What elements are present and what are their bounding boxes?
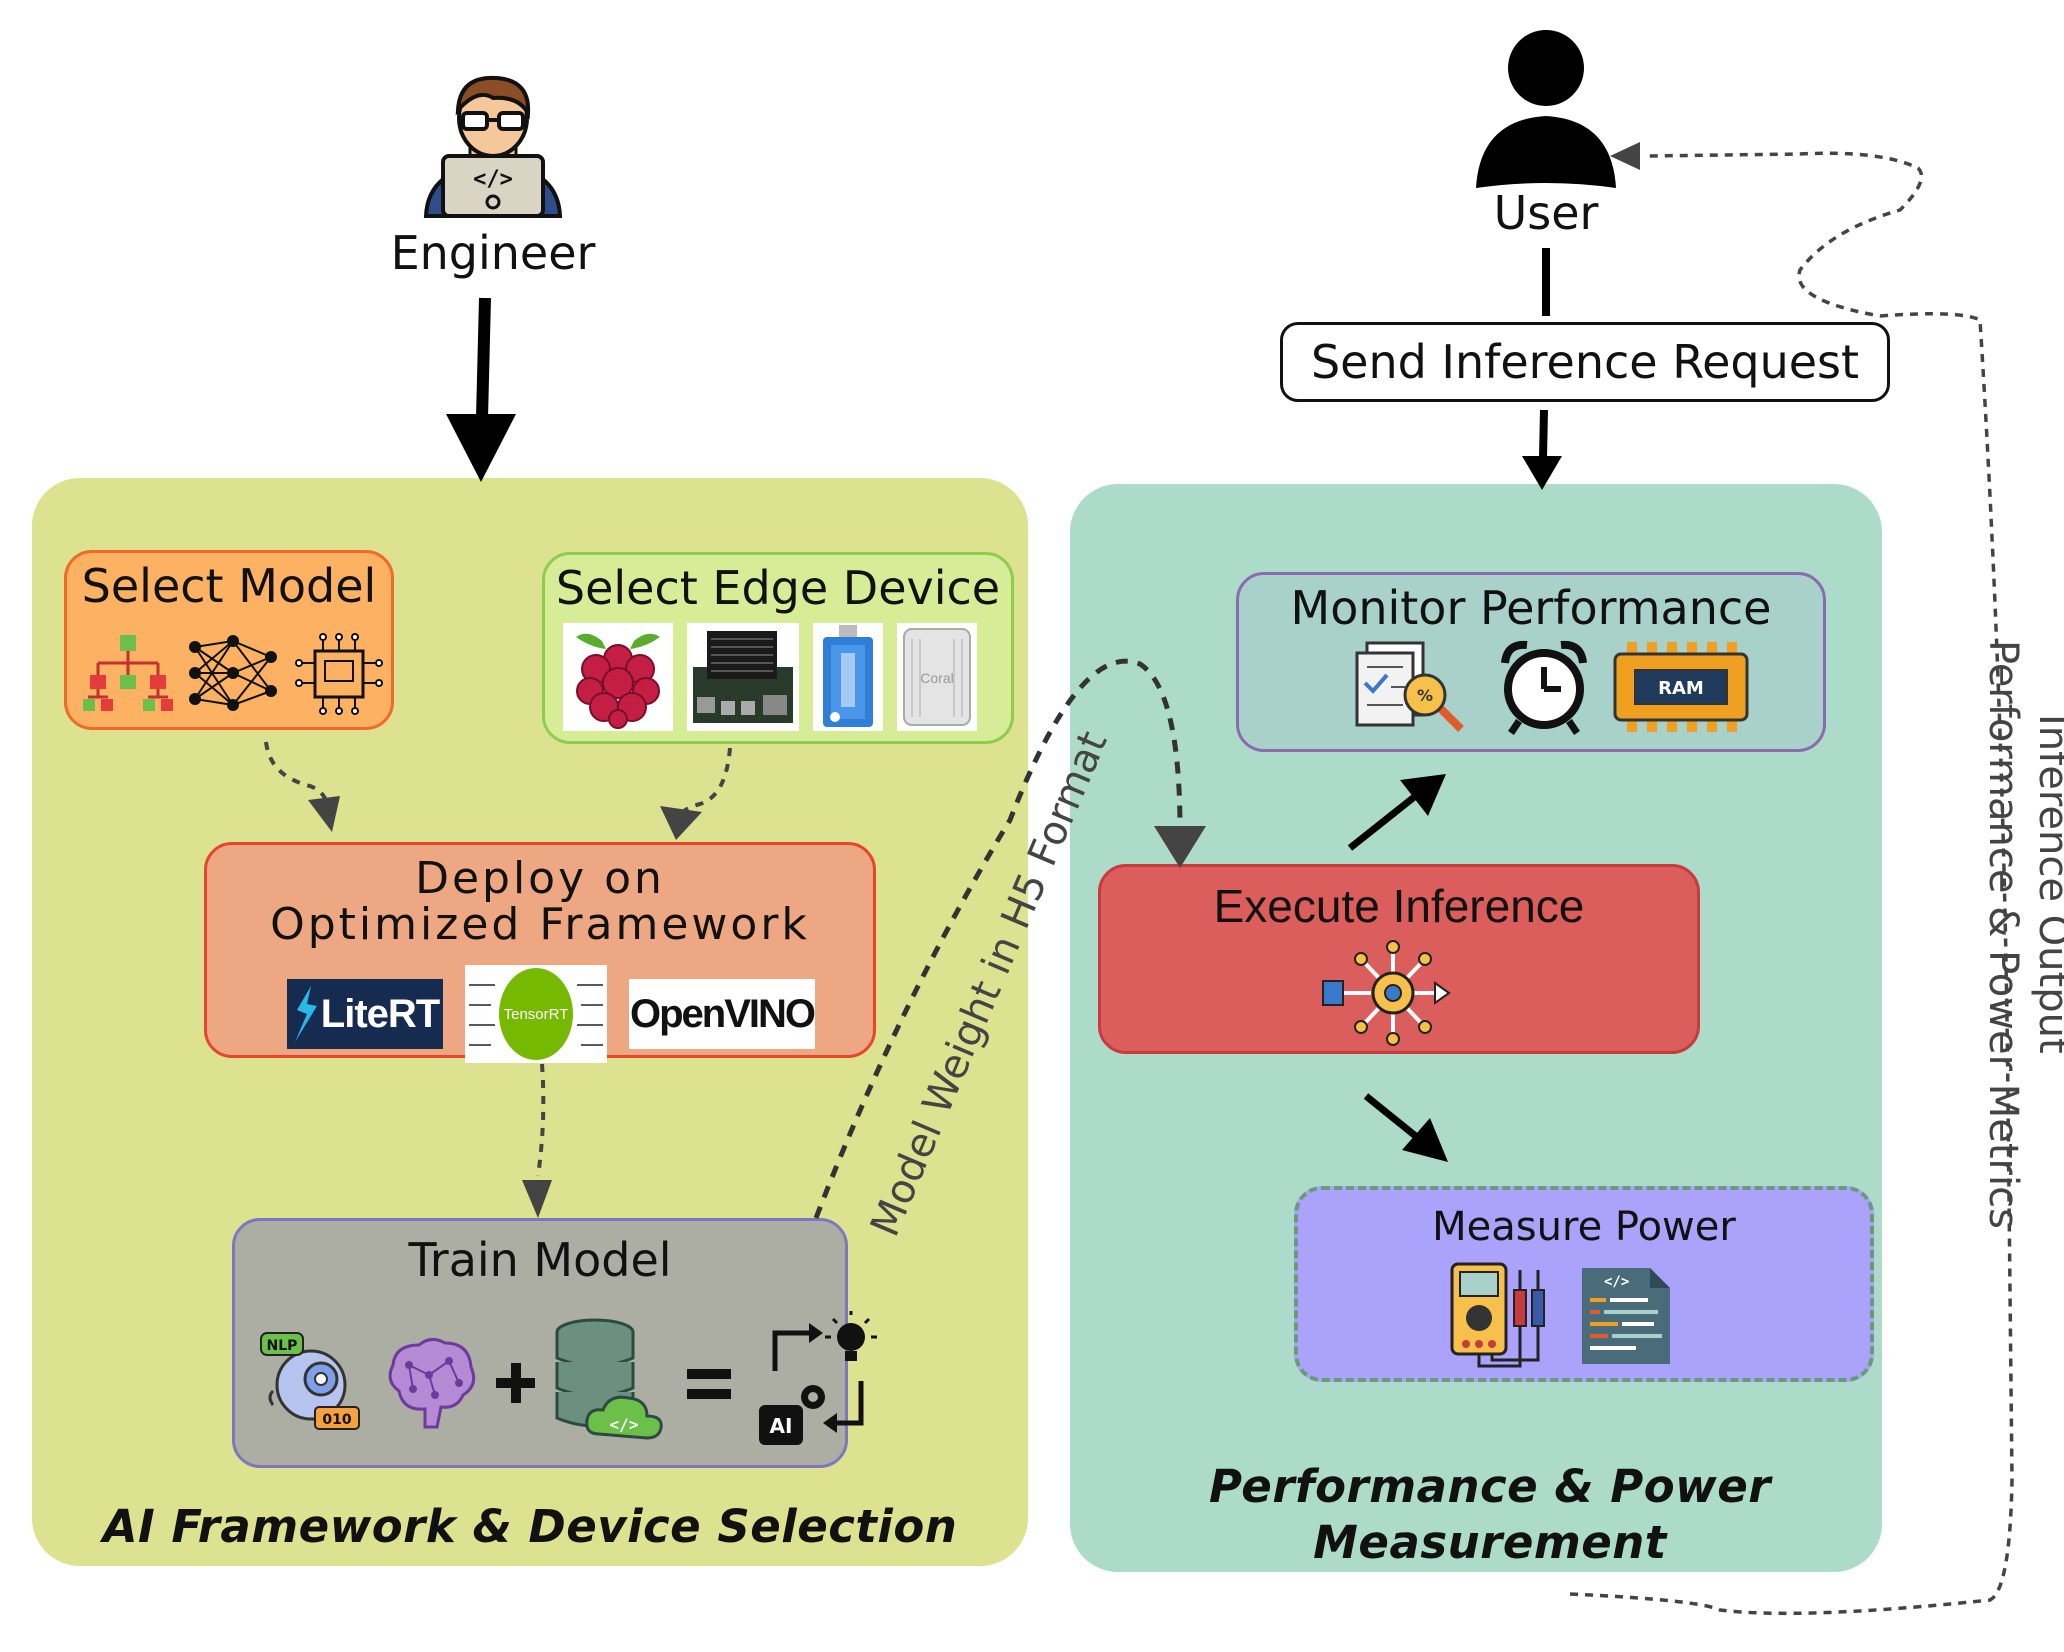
report-analysis-icon: % bbox=[1355, 641, 1464, 732]
measure-power-box: Measure Power </> bbox=[1294, 1186, 1874, 1382]
execute-inference-box: Execute Inference bbox=[1098, 864, 1700, 1054]
monitor-performance-box: Monitor Performance % RAM bbox=[1236, 572, 1826, 752]
inference-processor-icon bbox=[1322, 940, 1451, 1046]
tensorrt-logo: TensorRT bbox=[465, 965, 607, 1063]
nlp-brain-icon: NLP 010 bbox=[260, 1332, 360, 1430]
neural-network-icon bbox=[189, 635, 277, 711]
litert-label: LiteRT bbox=[320, 991, 440, 1036]
inference-output-label: Inference Output bbox=[2030, 714, 2064, 1054]
svg-text:</>: </> bbox=[473, 167, 513, 192]
ai-chip-icon bbox=[295, 633, 383, 715]
ram-chip-icon: RAM bbox=[1613, 642, 1749, 732]
raspberry-pi-icon bbox=[563, 623, 673, 731]
plus-icon bbox=[496, 1363, 535, 1403]
monitor-performance-title: Monitor Performance bbox=[1290, 581, 1772, 635]
svg-text:%: % bbox=[1417, 686, 1433, 705]
edge-to-deploy-arrow bbox=[660, 747, 732, 840]
train-model-box: Train Model NLP 010 bbox=[232, 1218, 877, 1468]
multimeter-icon bbox=[1450, 1262, 1545, 1368]
execute-to-monitor-arrow bbox=[1347, 774, 1446, 851]
nlp-badge: NLP bbox=[267, 1338, 298, 1354]
coral-device-icon: Coral bbox=[897, 623, 977, 731]
ram-label: RAM bbox=[1658, 678, 1704, 699]
deploy-title-line2: Optimized Framework bbox=[270, 899, 810, 950]
deploy-framework-box: Deploy on Optimized Framework LiteRT Ten… bbox=[204, 842, 876, 1063]
performance-panel-title-line1: Performance & Power bbox=[1209, 1460, 1771, 1513]
train-model-title: Train Model bbox=[408, 1233, 672, 1287]
equals-icon bbox=[687, 1369, 731, 1399]
measure-power-title: Measure Power bbox=[1432, 1204, 1736, 1250]
code-file-icon: </> bbox=[1582, 1268, 1670, 1364]
litert-logo: LiteRT bbox=[287, 979, 443, 1049]
engineer-icon: </> bbox=[418, 68, 568, 218]
select-model-title: Select Model bbox=[81, 559, 377, 613]
binary-badge: 010 bbox=[322, 1412, 351, 1428]
neural-compute-stick-icon bbox=[813, 623, 883, 731]
performance-panel-title-line2: Measurement bbox=[1313, 1516, 1667, 1569]
execute-inference-title: Execute Inference bbox=[1213, 880, 1585, 932]
ai-learning-cycle-icon: AI bbox=[759, 1311, 877, 1445]
request-arrow bbox=[1522, 409, 1562, 490]
svg-text:</>: </> bbox=[1604, 1274, 1629, 1290]
engineer-label: Engineer bbox=[390, 226, 596, 280]
decision-tree-icon bbox=[83, 635, 173, 711]
svg-text:</>: </> bbox=[610, 1415, 639, 1434]
engineer-arrow bbox=[446, 297, 516, 482]
model-to-deploy-arrow bbox=[264, 741, 340, 832]
coral-label: Coral bbox=[920, 670, 953, 686]
user-label: User bbox=[1493, 186, 1599, 240]
user-icon bbox=[1476, 28, 1616, 188]
litert-mark-icon bbox=[294, 986, 317, 1042]
send-inference-request-box: Send Inference Request bbox=[1280, 322, 1890, 402]
alarm-clock-icon bbox=[1501, 640, 1587, 735]
brain-network-icon bbox=[388, 1338, 476, 1429]
execute-to-measure-arrow bbox=[1363, 1093, 1448, 1162]
ai-badge: AI bbox=[770, 1414, 793, 1438]
model-weight-arrow bbox=[813, 658, 1206, 1219]
select-edge-device-box: Select Edge Device bbox=[542, 552, 1014, 744]
feedback-loop-arrow bbox=[1569, 142, 2014, 1616]
performance-metrics-label: Performance & Power Metrics bbox=[1980, 640, 2026, 1229]
select-model-box: Select Model bbox=[64, 550, 394, 730]
select-edge-device-title: Select Edge Device bbox=[555, 561, 1001, 615]
openvino-label: OpenVINO bbox=[629, 991, 816, 1036]
deploy-to-train-arrow bbox=[522, 1063, 552, 1218]
database-cloud-icon: </> bbox=[555, 1318, 663, 1440]
deploy-title-line1: Deploy on bbox=[415, 853, 665, 904]
openvino-logo: OpenVINO bbox=[629, 979, 816, 1049]
ai-framework-panel-title: AI Framework & Device Selection bbox=[102, 1500, 958, 1553]
jetson-nano-icon bbox=[687, 623, 799, 731]
tensorrt-label: TensorRT bbox=[503, 1005, 569, 1023]
